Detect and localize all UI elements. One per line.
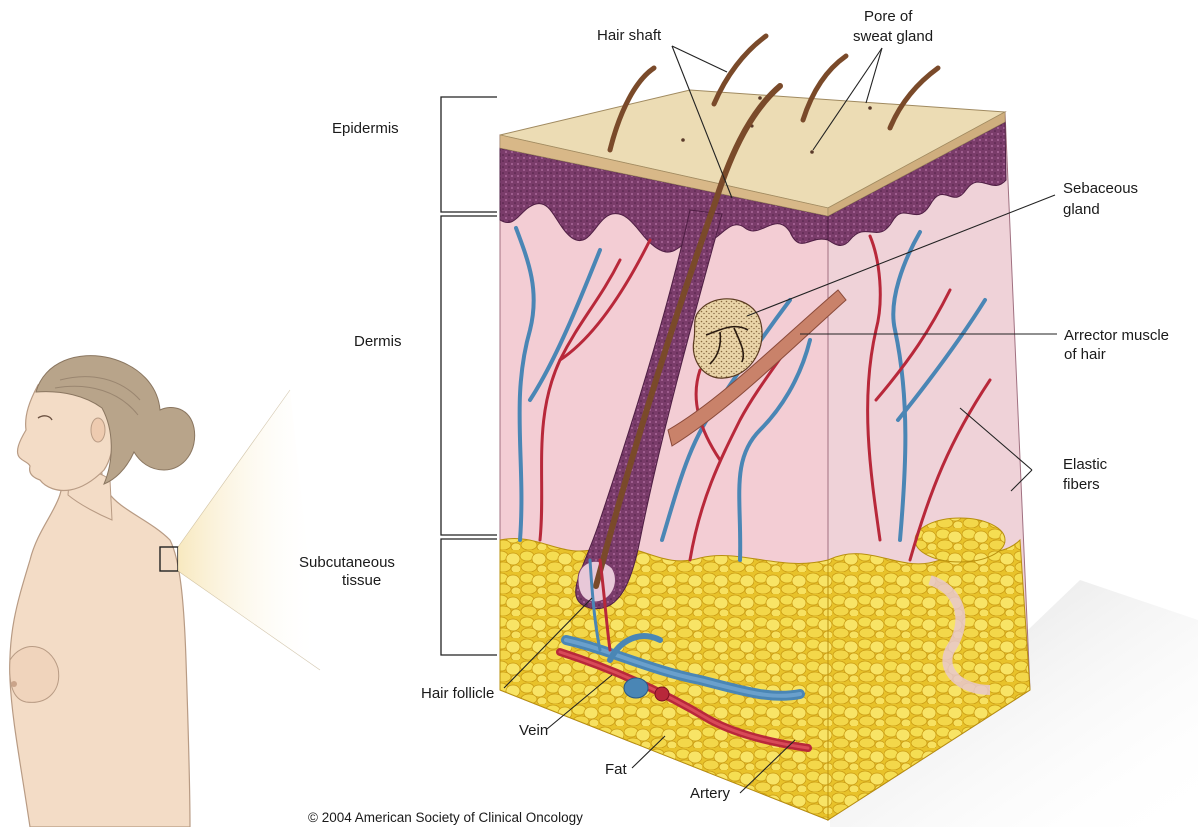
label-artery: Artery bbox=[690, 785, 731, 802]
label-epidermis: Epidermis bbox=[332, 120, 399, 137]
woman-figure bbox=[10, 356, 320, 827]
magnification-beam bbox=[178, 390, 320, 670]
woman-nipple bbox=[11, 681, 17, 687]
label-elastic-2: fibers bbox=[1063, 476, 1100, 493]
woman-breast bbox=[10, 647, 59, 703]
epidermis-bracket bbox=[441, 97, 497, 212]
woman-ear bbox=[91, 418, 105, 442]
label-hair-follicle: Hair follicle bbox=[421, 685, 494, 702]
copyright-notice: © 2004 American Society of Clinical Onco… bbox=[308, 810, 583, 825]
layer-brackets bbox=[441, 97, 497, 655]
dermis-bracket bbox=[441, 216, 497, 535]
label-dermis: Dermis bbox=[354, 333, 402, 350]
label-subcutaneous-1: Subcutaneous bbox=[299, 554, 395, 571]
fat-layer-front bbox=[500, 539, 828, 820]
label-sebaceous-1: Sebaceous bbox=[1063, 180, 1138, 197]
label-arrector-1: Arrector muscle bbox=[1064, 327, 1169, 344]
pore-leader-1 bbox=[866, 48, 882, 103]
label-subcutaneous-2: tissue bbox=[342, 572, 381, 589]
subcutaneous-bracket bbox=[441, 539, 497, 655]
label-pore-2: sweat gland bbox=[853, 28, 933, 45]
label-arrector-2: of hair bbox=[1064, 346, 1106, 363]
label-vein: Vein bbox=[519, 722, 548, 739]
label-fat: Fat bbox=[605, 761, 628, 778]
label-pore-1: Pore of bbox=[864, 8, 913, 25]
skin-block bbox=[500, 36, 1198, 827]
label-sebaceous-2: gland bbox=[1063, 201, 1100, 218]
label-hair-shaft: Hair shaft bbox=[597, 27, 662, 44]
label-elastic-1: Elastic bbox=[1063, 456, 1108, 473]
